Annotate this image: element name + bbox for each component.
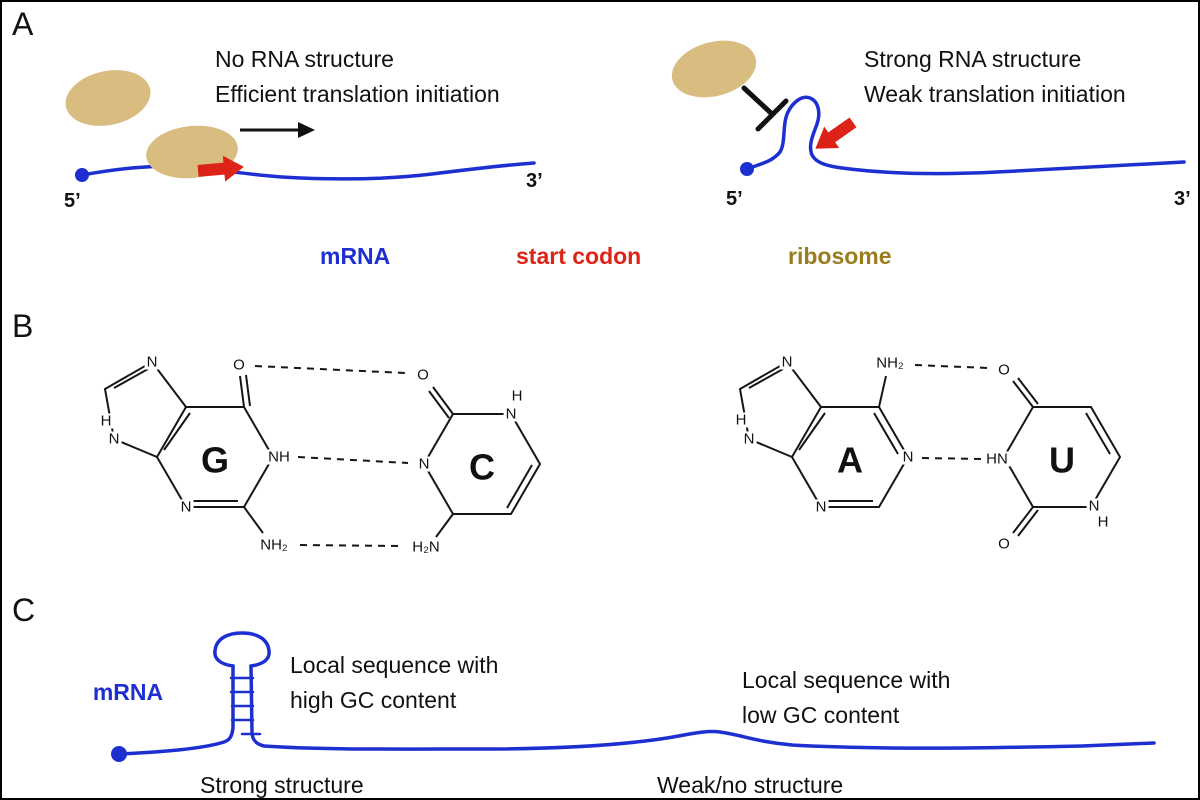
inhibition-tbar-icon	[741, 85, 789, 132]
guanine-n3-label: N	[178, 498, 194, 516]
guanine-c6o-bond-2	[245, 374, 251, 407]
high-gc-caption-line2: high GC content	[290, 687, 457, 713]
adenine-nh2-bond	[878, 375, 887, 408]
ribosome-blocked-icon	[671, 40, 757, 98]
panel-a-right	[671, 40, 1186, 176]
mrna-strand-left	[80, 161, 536, 181]
adenine-letter: A	[837, 439, 863, 481]
mrna-strand-right-with-hairpin	[745, 95, 1186, 176]
low-gc-caption-line1: Local sequence with	[742, 667, 951, 693]
strong-structure-label: Strong structure	[200, 772, 364, 798]
uracil-n3h-label: HN	[984, 450, 1010, 468]
direction-arrow-icon	[240, 122, 315, 138]
uracil-double-bond-c5c6	[1085, 412, 1111, 455]
three-prime-label-left: 3’	[526, 170, 543, 192]
au-hbond-top	[914, 364, 989, 369]
guanine-double-bond-c4c5	[163, 412, 191, 451]
adenine-n3-label: N	[813, 498, 829, 516]
adenine-double-bond-c6n1	[873, 412, 899, 455]
high-gc-caption-line1: Local sequence with	[290, 652, 499, 678]
guanine-letter: G	[200, 439, 230, 481]
ribosome-free-icon	[65, 70, 151, 126]
caption-strong-rna-structure: Strong RNA structure	[864, 46, 1082, 72]
uracil-h1-label: H	[1095, 513, 1111, 531]
guanine-double-bond-n7c8	[113, 368, 149, 389]
adenine-five-ring	[738, 360, 822, 458]
legend-start-codon: start codon	[516, 243, 642, 269]
five-prime-label-right: 5’	[726, 188, 743, 210]
guanine-five-ring	[103, 360, 187, 458]
three-prime-label-right: 3’	[1174, 188, 1191, 210]
adenine-n7-label: N	[779, 353, 795, 371]
adenine-skeleton	[738, 360, 910, 508]
five-prime-label-left: 5’	[64, 190, 81, 212]
cytosine-o2-label: O	[415, 366, 431, 384]
uracil-o4-bond-1	[1012, 380, 1034, 408]
uracil-n1-label: N	[1086, 497, 1102, 515]
cytosine-h1-label: H	[509, 387, 525, 405]
cytosine-amino-bond	[435, 513, 454, 538]
cytosine-n3-label: N	[416, 455, 432, 473]
five-prime-cap-left	[75, 168, 89, 182]
gc-hbond-middle	[297, 456, 409, 464]
adenine-double-bond-n7c8	[748, 368, 784, 389]
guanine-n1h-label: NH	[266, 448, 292, 466]
adenine-nh2-label: NH₂	[874, 354, 906, 372]
au-hbond-middle	[921, 457, 983, 460]
cytosine-n1-label: N	[503, 405, 519, 423]
direction-arrow-head	[298, 122, 315, 138]
hydrogen-bonds-au	[914, 364, 989, 460]
mrna-label-panel-c: mRNA	[92, 678, 164, 705]
panel-b-structures	[103, 360, 1122, 547]
uracil-letter: U	[1049, 439, 1075, 481]
uracil-o2-bond-2	[1017, 509, 1039, 537]
guanine-nh2-bond	[243, 506, 264, 534]
adenine-n1-label: N	[900, 448, 916, 466]
adenine-double-bond-c4c5	[798, 412, 826, 451]
panel-a-left	[65, 70, 536, 182]
guanine-nh2-label: NH₂	[258, 536, 290, 554]
five-prime-cap-right	[740, 162, 754, 176]
cytosine-double-bond	[506, 464, 533, 509]
mrna-downstream	[249, 664, 1156, 751]
adenine-h9-label: H	[733, 411, 749, 429]
cytosine-o-bond-2	[428, 390, 450, 419]
panel-c-drawing	[111, 631, 1156, 762]
guanine-c6o-bond-1	[239, 375, 245, 408]
uracil-o4-label: O	[996, 361, 1012, 379]
gc-hbond-bottom	[299, 544, 401, 547]
hydrogen-bonds-gc	[254, 365, 409, 547]
adenine-n9-label: N	[741, 430, 757, 448]
stem-base-pair-rungs	[229, 676, 262, 736]
panel-c-label: C	[12, 592, 36, 628]
caption-efficient-initiation: Efficient translation initiation	[215, 81, 500, 107]
caption-weak-initiation: Weak translation initiation	[864, 81, 1126, 107]
cytosine-o-bond-1	[432, 386, 454, 415]
gc-hbond-top	[254, 365, 406, 374]
panel-b-label: B	[12, 308, 34, 344]
start-codon-arrow-right-icon	[815, 117, 857, 149]
tbar-stem	[741, 85, 775, 117]
legend-ribosome: ribosome	[788, 243, 892, 269]
guanine-h9-label: H	[98, 412, 114, 430]
tbar-cap	[755, 98, 789, 132]
weak-structure-label: Weak/no structure	[657, 772, 844, 798]
cytosine-letter: C	[469, 446, 495, 488]
legend-mrna: mRNA	[320, 243, 391, 269]
guanine-skeleton	[103, 360, 275, 534]
guanine-n9-label: N	[106, 430, 122, 448]
cytosine-amino-label: H₂N	[410, 538, 442, 556]
uracil-o2-bond-1	[1012, 506, 1034, 534]
guanine-o6-label: O	[231, 356, 247, 374]
guanine-n7-label: N	[144, 353, 160, 371]
mrna-into-stem	[117, 664, 235, 756]
low-gc-caption-line2: low GC content	[742, 702, 900, 728]
start-codon-arrow-left-icon	[197, 155, 244, 182]
caption-no-rna-structure: No RNA structure	[215, 46, 394, 72]
panel-a-label: A	[12, 6, 34, 42]
uracil-o2-label: O	[996, 535, 1012, 553]
stem-loop-cap	[213, 631, 271, 668]
uracil-o4-bond-2	[1017, 377, 1039, 405]
